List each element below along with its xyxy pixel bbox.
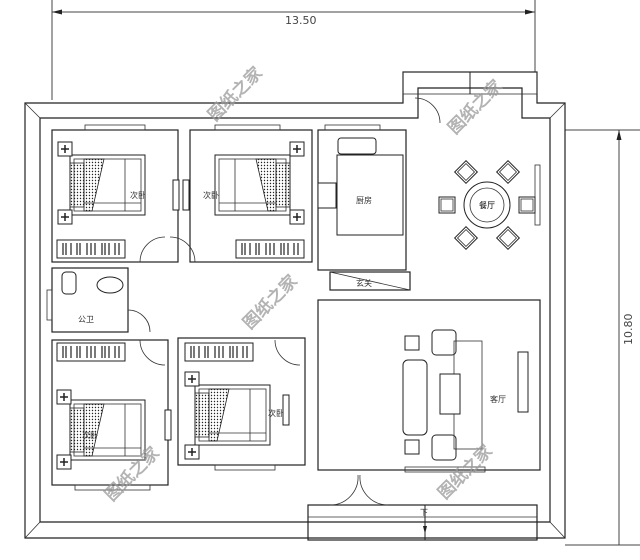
bed-2 xyxy=(214,154,291,216)
wardrobe-4 xyxy=(184,342,254,362)
dining-table xyxy=(463,181,511,229)
coffee-table xyxy=(439,373,461,415)
toilet xyxy=(61,271,77,295)
watermark: 图纸之家 xyxy=(444,76,507,139)
depth-label: 10.80 xyxy=(622,314,635,346)
bed-4 xyxy=(194,384,271,446)
room-label-foyer: 玄关 xyxy=(356,278,372,288)
room-label-living-room: 客厅 xyxy=(490,394,506,404)
room-label-bedroom-1: 次卧 xyxy=(130,190,146,200)
dimension-width: 13.50 xyxy=(51,0,536,100)
bed-1 xyxy=(69,154,146,216)
room-label-dining-room: 餐厅 xyxy=(479,201,495,210)
kitchen-sink xyxy=(337,137,377,155)
sink xyxy=(96,276,124,294)
furniture xyxy=(56,137,536,470)
bed-3 xyxy=(69,399,146,461)
wardrobe-1 xyxy=(56,239,126,259)
room-label-kitchen: 厨房 xyxy=(356,195,372,205)
room-label-bedroom-3: 次卧 xyxy=(268,408,284,418)
watermark: 图纸之家 xyxy=(204,63,267,126)
tv-cabinet xyxy=(517,351,529,413)
room-label-bedroom-4: 次卧 xyxy=(82,430,98,440)
room-label-bathroom: 公卫 xyxy=(78,315,94,324)
sofa xyxy=(402,359,428,436)
stairs-down-label: 下 xyxy=(420,508,428,517)
watermark: 图纸之家 xyxy=(239,271,302,334)
dimension-depth: 10.80 xyxy=(565,129,640,546)
wardrobe-2 xyxy=(235,239,305,259)
width-label: 13.50 xyxy=(285,14,317,27)
stove xyxy=(317,182,337,209)
wardrobe-3 xyxy=(56,342,126,362)
room-label-bedroom-2: 次卧 xyxy=(203,190,219,200)
